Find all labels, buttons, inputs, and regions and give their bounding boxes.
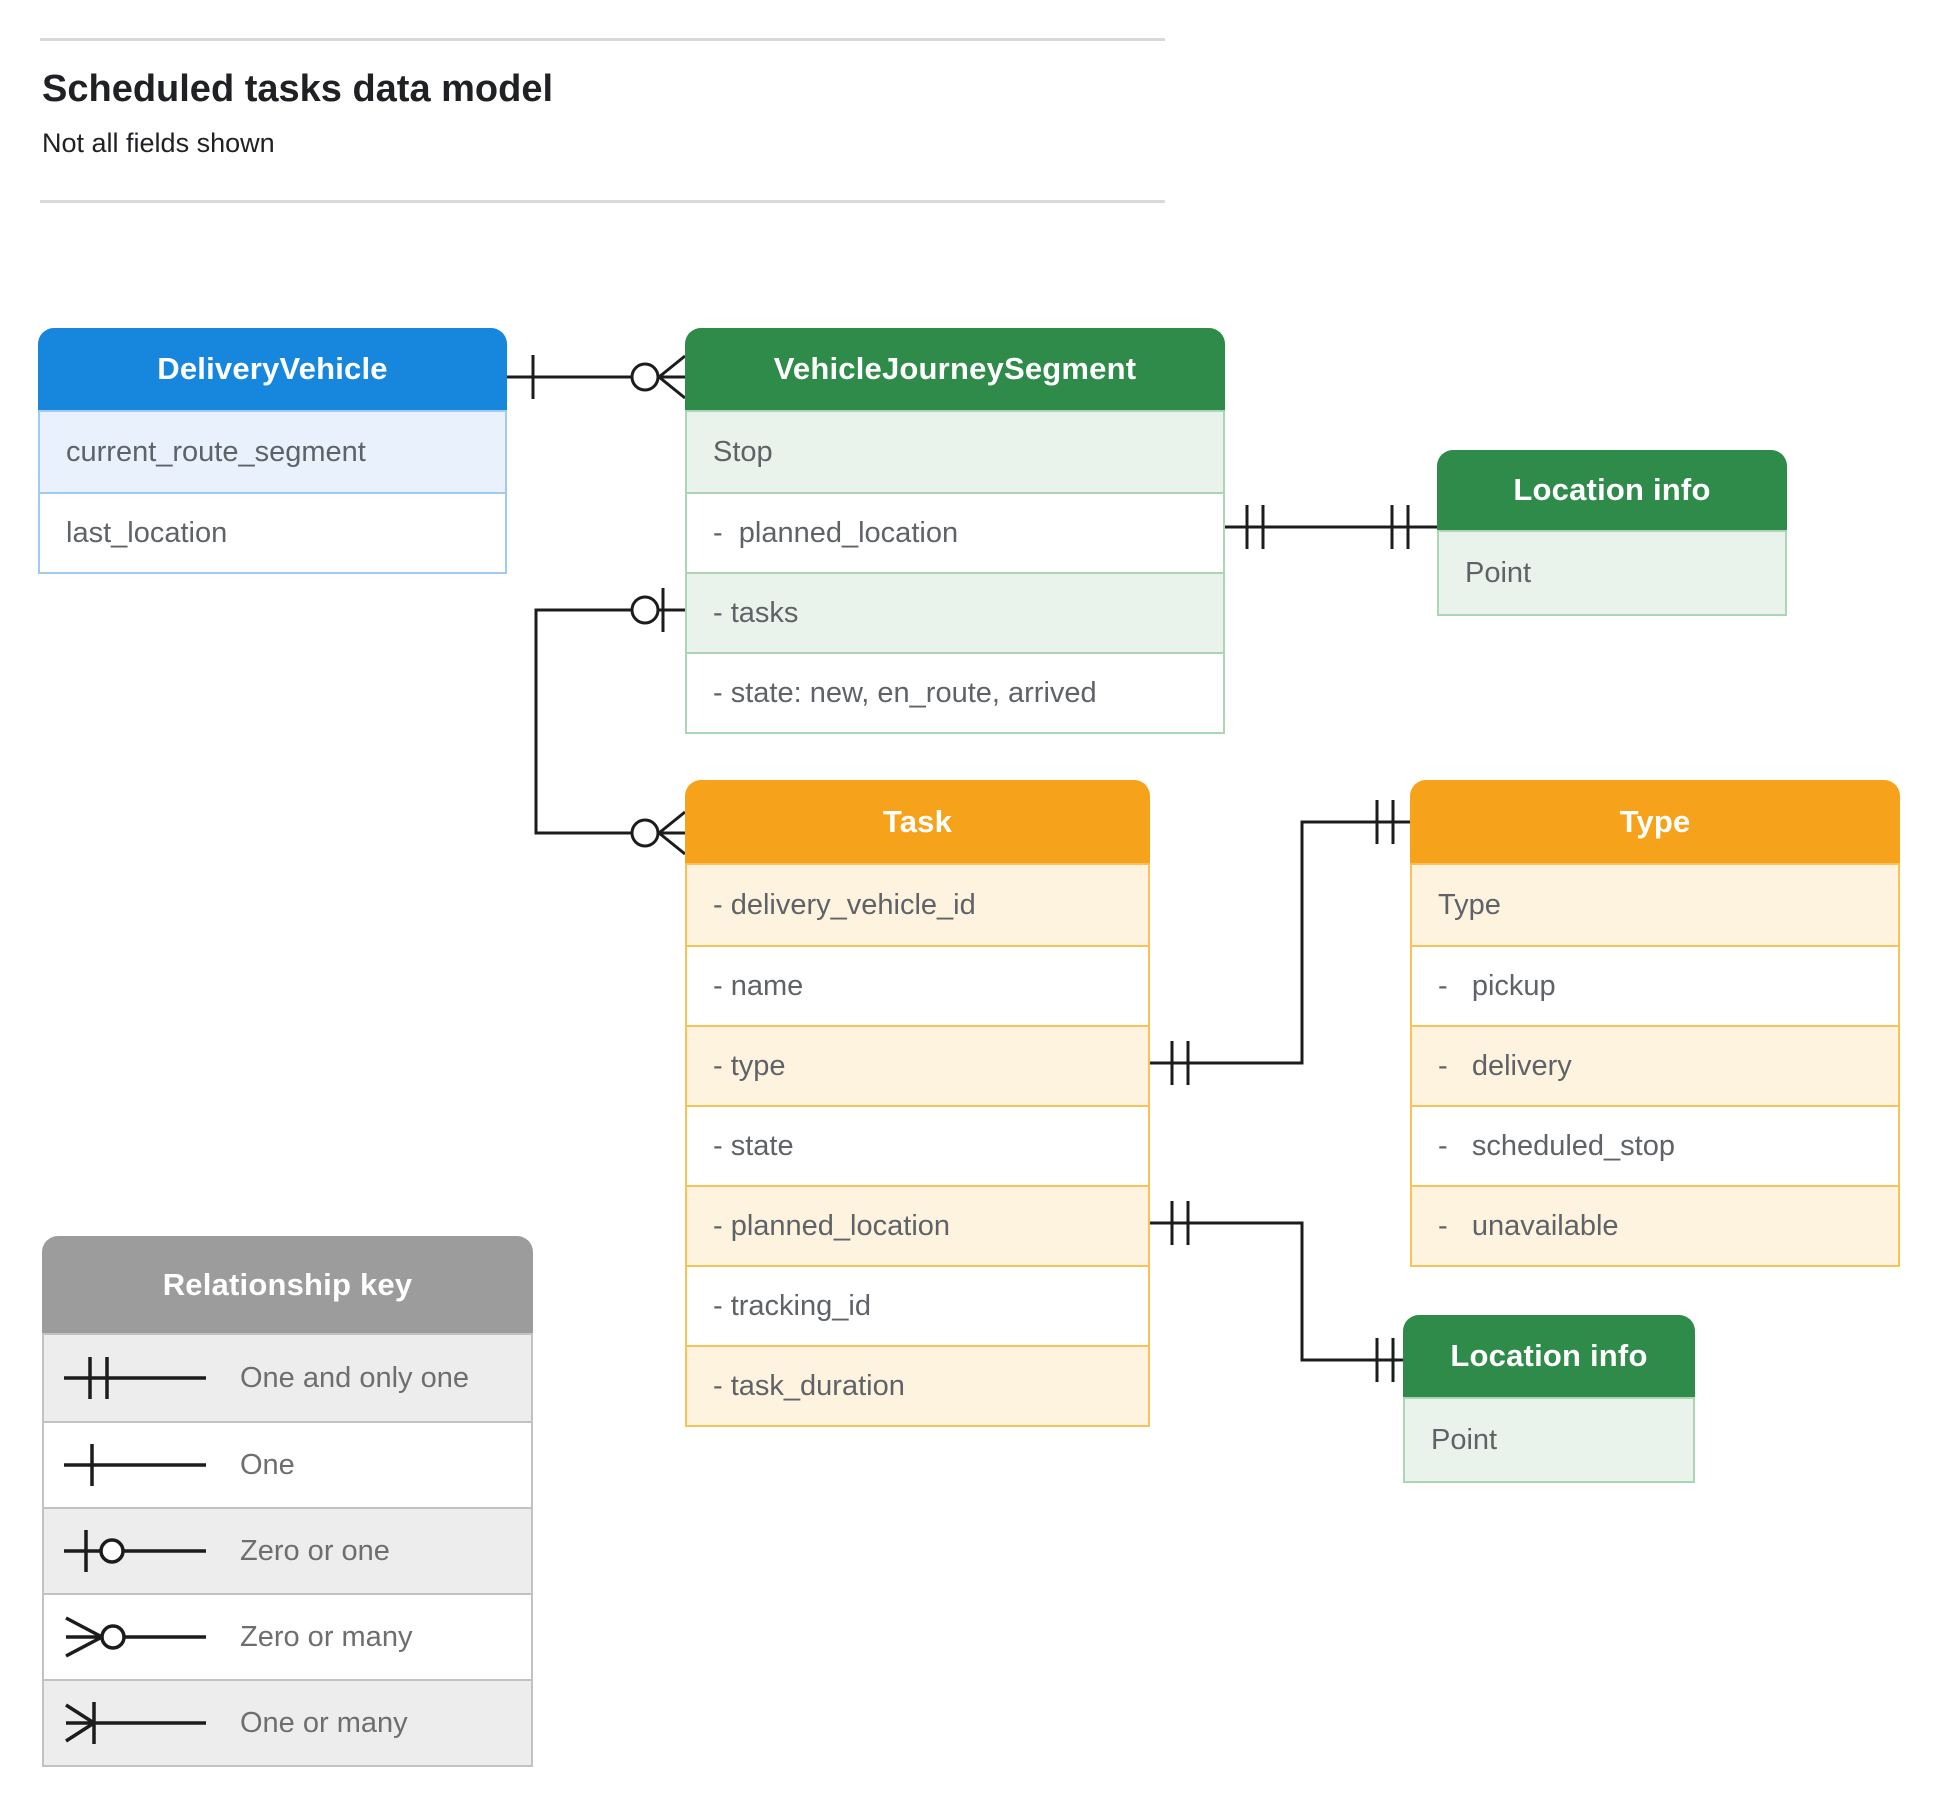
legend-item: One bbox=[44, 1421, 531, 1507]
entity-fields: Point bbox=[1437, 530, 1787, 616]
entity-title: DeliveryVehicle bbox=[38, 328, 507, 410]
connector-task-to-type bbox=[1150, 800, 1410, 1085]
entity-fields: - delivery_vehicle_id- name- type- state… bbox=[685, 863, 1150, 1427]
field-row: - tasks bbox=[687, 572, 1223, 652]
crow-foot bbox=[658, 354, 686, 400]
field-row: Point bbox=[1405, 1399, 1693, 1481]
page-title: Scheduled tasks data model bbox=[42, 68, 554, 110]
field-row: - pickup bbox=[1412, 945, 1898, 1025]
one-and-only-one-symbol bbox=[64, 1357, 206, 1399]
double-ticks bbox=[1245, 505, 1410, 549]
connector-line bbox=[534, 608, 685, 835]
connector-vehicle-to-segment bbox=[507, 354, 686, 400]
field-row: - delivery bbox=[1412, 1025, 1898, 1105]
entity-fields: Stop- planned_location- tasks- state: ne… bbox=[685, 410, 1225, 734]
field-row: - unavailable bbox=[1412, 1185, 1898, 1265]
entity-vehicle-journey-segment: VehicleJourneySegment Stop- planned_loca… bbox=[685, 328, 1225, 734]
entity-task: Task - delivery_vehicle_id- name- type- … bbox=[685, 780, 1150, 1427]
entity-title: VehicleJourneySegment bbox=[685, 328, 1225, 410]
field-row: - type bbox=[687, 1025, 1148, 1105]
field-row: - delivery_vehicle_id bbox=[687, 865, 1148, 945]
field-row: - tracking_id bbox=[687, 1265, 1148, 1345]
field-row: - planned_location bbox=[687, 1185, 1148, 1265]
field-row: - state bbox=[687, 1105, 1148, 1185]
legend-item-label: Zero or one bbox=[240, 1534, 390, 1567]
connector-line bbox=[1150, 820, 1410, 1065]
field-row: current_route_segment bbox=[40, 412, 505, 492]
entity-location-info-top: Location info Point bbox=[1437, 450, 1787, 616]
entity-title: Type bbox=[1410, 780, 1900, 863]
divider-top bbox=[40, 38, 1165, 41]
zero-or-one-symbol bbox=[64, 1530, 206, 1572]
field-row: - task_duration bbox=[687, 1345, 1148, 1425]
connector-segment-to-location bbox=[1225, 505, 1437, 549]
entity-title: Location info bbox=[1437, 450, 1787, 530]
entity-title: Task bbox=[685, 780, 1150, 863]
entity-fields: Point bbox=[1403, 1397, 1695, 1483]
legend-title: Relationship key bbox=[42, 1236, 533, 1333]
field-row: - planned_location bbox=[687, 492, 1223, 572]
entity-type: Type Type- pickup- delivery- scheduled_s… bbox=[1410, 780, 1900, 1267]
legend-item: Zero or many bbox=[44, 1593, 531, 1679]
entity-fields: Type- pickup- delivery- scheduled_stop- … bbox=[1410, 863, 1900, 1267]
legend-item: One or many bbox=[44, 1679, 531, 1765]
crow-foot bbox=[658, 810, 686, 856]
one-symbol bbox=[64, 1444, 206, 1486]
connector-line bbox=[1150, 1221, 1403, 1362]
connector-segment-tasks-to-task bbox=[534, 588, 686, 856]
one-or-many-symbol bbox=[65, 1702, 206, 1744]
legend-item: One and only one bbox=[44, 1335, 531, 1421]
relationship-key: Relationship key One and only one One Ze… bbox=[42, 1236, 533, 1767]
zero-circle bbox=[630, 818, 660, 848]
entity-location-info-bottom: Location info Point bbox=[1403, 1315, 1695, 1483]
field-row: Point bbox=[1439, 532, 1785, 614]
field-row: Stop bbox=[687, 412, 1223, 492]
connector-task-to-location bbox=[1150, 1201, 1403, 1382]
legend-item-label: One and only one bbox=[240, 1361, 469, 1394]
zero-circle bbox=[630, 362, 660, 392]
legend-item-label: Zero or many bbox=[240, 1620, 413, 1653]
field-row: - state: new, en_route, arrived bbox=[687, 652, 1223, 732]
page-subtitle: Not all fields shown bbox=[42, 128, 275, 158]
entity-title: Location info bbox=[1403, 1315, 1695, 1397]
double-ticks bbox=[1170, 800, 1395, 1085]
field-row: Type bbox=[1412, 865, 1898, 945]
field-row: last_location bbox=[40, 492, 505, 572]
field-row: - name bbox=[687, 945, 1148, 1025]
zero-circle bbox=[630, 595, 660, 625]
divider-bottom bbox=[40, 200, 1165, 203]
zero-or-many-symbol bbox=[65, 1616, 206, 1658]
field-row: - scheduled_stop bbox=[1412, 1105, 1898, 1185]
legend-body: One and only one One Zero or one Zero or… bbox=[42, 1333, 533, 1767]
legend-item-label: One or many bbox=[240, 1706, 408, 1739]
double-ticks bbox=[1170, 1201, 1395, 1382]
legend-item-label: One bbox=[240, 1448, 295, 1481]
legend-item: Zero or one bbox=[44, 1507, 531, 1593]
